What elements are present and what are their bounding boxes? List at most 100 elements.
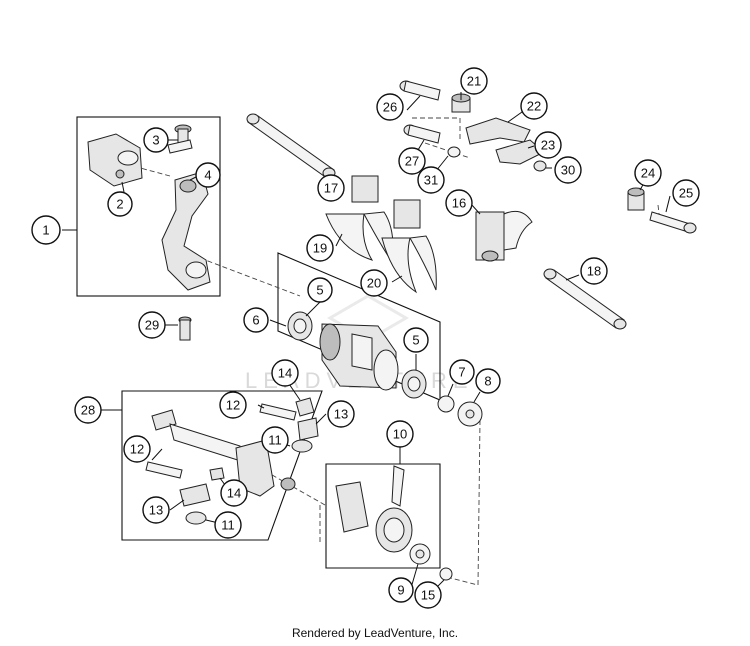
svg-text:15: 15 xyxy=(421,588,435,603)
callout-15[interactable]: 15 xyxy=(414,581,442,609)
callout-5b[interactable]: 5 xyxy=(403,327,429,353)
spring-box xyxy=(325,463,441,569)
detent-lever-23 xyxy=(495,139,545,165)
bearing-5a xyxy=(287,311,313,341)
callout-12b[interactable]: 12 xyxy=(123,435,151,463)
svg-text:18: 18 xyxy=(587,264,601,279)
callout-11b[interactable]: 11 xyxy=(214,511,242,539)
callout-14b[interactable]: 14 xyxy=(220,479,248,507)
callout-28[interactable]: 28 xyxy=(74,396,102,424)
svg-text:21: 21 xyxy=(467,74,481,89)
callout-6[interactable]: 6 xyxy=(243,307,269,333)
callout-24[interactable]: 24 xyxy=(634,159,662,187)
svg-text:25: 25 xyxy=(679,186,693,201)
shift-shaft-box xyxy=(121,390,323,541)
callout-31[interactable]: 31 xyxy=(417,166,445,194)
svg-text:13: 13 xyxy=(334,407,348,422)
callout-20[interactable]: 20 xyxy=(360,269,388,297)
shift-drum xyxy=(319,323,399,391)
svg-text:23: 23 xyxy=(541,138,555,153)
washer-7 xyxy=(437,395,455,413)
callout-25[interactable]: 25 xyxy=(672,179,700,207)
svg-text:1: 1 xyxy=(42,223,49,238)
callout-26[interactable]: 26 xyxy=(376,93,404,121)
callout-14a[interactable]: 14 xyxy=(271,359,299,387)
svg-text:29: 29 xyxy=(145,318,159,333)
svg-text:9: 9 xyxy=(397,583,404,598)
screw-25 xyxy=(649,211,697,234)
callout-2[interactable]: 2 xyxy=(107,191,133,217)
shaft-spring-12b xyxy=(145,461,183,479)
svg-text:11: 11 xyxy=(268,433,282,448)
svg-text:14: 14 xyxy=(278,366,292,381)
svg-text:16: 16 xyxy=(452,196,466,211)
callout-21[interactable]: 21 xyxy=(460,67,488,95)
svg-text:4: 4 xyxy=(204,168,211,183)
callout-1[interactable]: 1 xyxy=(31,215,61,245)
shaft-clip-14a xyxy=(295,397,315,417)
callout-19[interactable]: 19 xyxy=(306,234,334,262)
shaft-clip-14b xyxy=(209,467,225,481)
svg-text:20: 20 xyxy=(367,276,381,291)
shaft-roller-11a xyxy=(291,439,313,453)
callout-7[interactable]: 7 xyxy=(449,359,475,385)
shift-lever-bolt xyxy=(167,124,193,154)
svg-text:22: 22 xyxy=(527,99,541,114)
svg-text:27: 27 xyxy=(405,154,419,169)
shift-fork-16 xyxy=(475,210,533,262)
shift-lever-arm xyxy=(161,171,211,291)
shift-lever-clamp xyxy=(87,133,143,187)
svg-text:24: 24 xyxy=(641,166,655,181)
svg-text:6: 6 xyxy=(252,313,259,328)
svg-text:31: 31 xyxy=(424,173,438,188)
callout-10[interactable]: 10 xyxy=(386,420,414,448)
callout-16[interactable]: 16 xyxy=(445,189,473,217)
callout-5a[interactable]: 5 xyxy=(307,277,333,303)
svg-text:8: 8 xyxy=(484,374,491,389)
svg-text:17: 17 xyxy=(324,181,338,196)
shaft-lever-13a xyxy=(297,417,319,441)
callout-9[interactable]: 9 xyxy=(388,577,414,603)
shift-lever-box xyxy=(76,116,221,297)
footer-credit: Rendered by LeadVenture, Inc. xyxy=(291,626,459,640)
svg-text:12: 12 xyxy=(226,398,240,413)
svg-text:14: 14 xyxy=(227,486,241,501)
callout-11a[interactable]: 11 xyxy=(261,426,289,454)
washer-9 xyxy=(409,543,431,565)
callout-30[interactable]: 30 xyxy=(554,156,582,184)
callout-4[interactable]: 4 xyxy=(195,162,221,188)
bushing-24 xyxy=(627,187,645,211)
detent-lever-22 xyxy=(465,117,531,145)
washer-8 xyxy=(457,401,483,427)
shaft-spring-12a xyxy=(259,403,297,421)
svg-text:3: 3 xyxy=(152,133,159,148)
shift-shaft xyxy=(151,409,296,497)
callout-18[interactable]: 18 xyxy=(580,257,608,285)
svg-text:26: 26 xyxy=(383,100,397,115)
callout-8[interactable]: 8 xyxy=(475,368,501,394)
shift-rail-18 xyxy=(543,268,627,330)
bearing-5b xyxy=(401,369,427,399)
svg-text:28: 28 xyxy=(81,403,95,418)
callout-29[interactable]: 29 xyxy=(138,311,166,339)
detent-bolt-26 xyxy=(399,80,441,101)
callout-12a[interactable]: 12 xyxy=(219,391,247,419)
callout-27[interactable]: 27 xyxy=(398,147,426,175)
pivot-bolt xyxy=(178,316,192,341)
svg-text:2: 2 xyxy=(116,197,123,212)
shift-fork-20 xyxy=(381,199,437,294)
svg-text:19: 19 xyxy=(313,241,327,256)
callout-13b[interactable]: 13 xyxy=(142,496,170,524)
callout-22[interactable]: 22 xyxy=(520,92,548,120)
washer-31 xyxy=(447,146,461,158)
callout-13a[interactable]: 13 xyxy=(327,400,355,428)
svg-text:11: 11 xyxy=(221,518,235,533)
detent-bolt-27 xyxy=(403,124,441,144)
shaft-roller-11b xyxy=(185,511,207,525)
callout-17[interactable]: 17 xyxy=(317,174,345,202)
callout-23[interactable]: 23 xyxy=(534,131,562,159)
svg-text:7: 7 xyxy=(458,365,465,380)
svg-text:10: 10 xyxy=(393,427,407,442)
callout-3[interactable]: 3 xyxy=(143,127,169,153)
